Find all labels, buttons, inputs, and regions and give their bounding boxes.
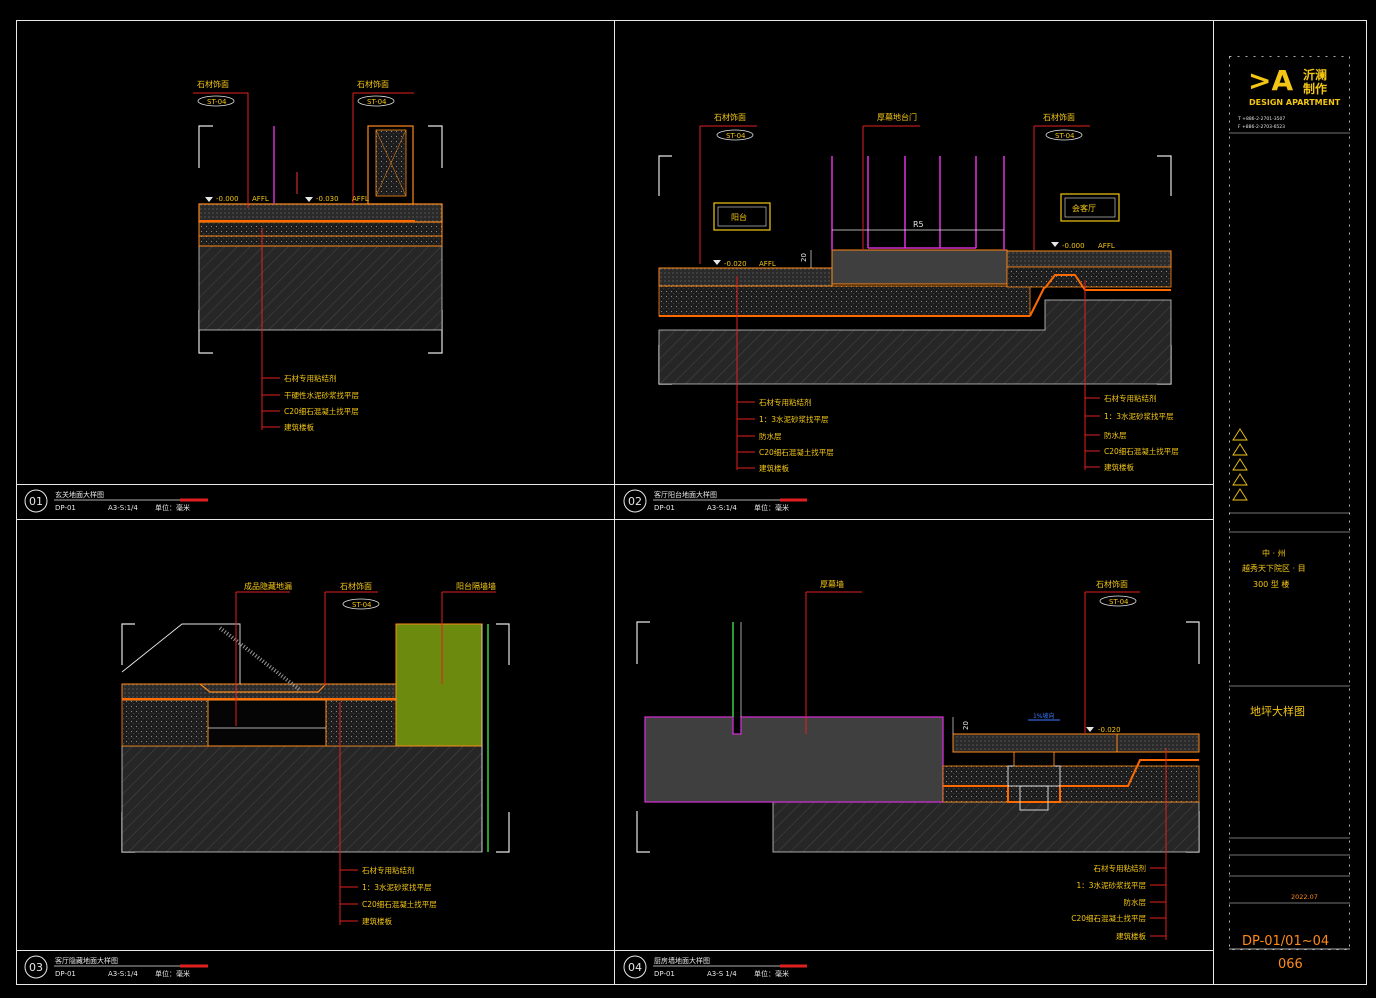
detail-code: DP-01 bbox=[55, 504, 76, 512]
material-tag: ST-04 bbox=[1055, 132, 1075, 140]
panel-03: 成品隐藏地漏 石材饰面 阳台隔墙墙 ST-04 石材专用粘结剂 1：3水泥砂浆找… bbox=[24, 581, 510, 979]
revision-icon bbox=[1232, 428, 1248, 501]
dimension: 20 bbox=[800, 253, 808, 262]
material-tag: ST-04 bbox=[352, 601, 372, 609]
logo-cn: 制作 bbox=[1303, 81, 1327, 96]
layer-label: C20细石混凝土找平层 bbox=[1104, 446, 1179, 456]
logo-cn: 沂澜 bbox=[1303, 67, 1327, 82]
level-mark: AFFL bbox=[352, 195, 369, 203]
callout-label: 成品隐藏地漏 bbox=[244, 581, 292, 591]
level-mark: -0.020 bbox=[1098, 726, 1121, 734]
detail-scale: A3-S 1/4 bbox=[707, 970, 737, 978]
layer-label: C20细石混凝土找平层 bbox=[1071, 913, 1146, 923]
layer-label: 防水层 bbox=[1104, 430, 1127, 440]
layer-label: C20细石混凝土找平层 bbox=[759, 447, 834, 457]
detail-title: 厨房墙地面大样图 bbox=[654, 956, 710, 965]
detail-number: 03 bbox=[29, 961, 43, 974]
drawing-number: DP-01/01~04 bbox=[1242, 934, 1329, 949]
level-mark: AFFL bbox=[1098, 242, 1115, 250]
layer-label: 1：3水泥砂浆找平层 bbox=[759, 414, 829, 424]
level-mark: -0.030 bbox=[316, 195, 339, 203]
layer-label: 1：3水泥砂浆找平层 bbox=[362, 882, 432, 892]
dimension: 20 bbox=[962, 721, 970, 730]
level-mark: AFFL bbox=[252, 195, 269, 203]
callout-label: 石材饰面 bbox=[714, 112, 746, 122]
layer-label: 建筑楼板 bbox=[284, 422, 314, 432]
logo-en: DESIGN APARTMENT bbox=[1249, 98, 1341, 107]
logo: >A 沂澜 制作 DESIGN APARTMENT bbox=[1248, 64, 1341, 107]
layer-label: 防水层 bbox=[1124, 897, 1147, 907]
callout-label: 石材饰面 bbox=[1096, 579, 1128, 589]
detail-code: DP-01 bbox=[55, 970, 76, 978]
layer-label: 1：3水泥砂浆找平层 bbox=[1104, 411, 1174, 421]
title-block: >A 沂澜 制作 DESIGN APARTMENT T +886-2-2701-… bbox=[1229, 56, 1350, 972]
logo-mark: >A bbox=[1248, 64, 1293, 97]
callout-label: 厚幕墙 bbox=[820, 579, 844, 589]
layer-label: 建筑楼板 bbox=[1116, 931, 1146, 941]
detail-unit: 单位：毫米 bbox=[155, 503, 190, 512]
layer-label: C20细石混凝土找平层 bbox=[362, 899, 437, 909]
callout-label: 厚幕地台门 bbox=[877, 112, 917, 122]
slope-label: 1%坡向 bbox=[1033, 712, 1055, 720]
detail-unit: 单位：毫米 bbox=[754, 969, 789, 978]
callout-label: 石材饰面 bbox=[340, 581, 372, 591]
material-tag: ST-04 bbox=[367, 98, 387, 106]
project-name: 300 型 楼 bbox=[1253, 579, 1289, 589]
callout-label: 石材饰面 bbox=[1043, 112, 1075, 122]
panel-01: 石材饰面 石材饰面 ST-04 ST-04 -0.000 AFFL -0.030… bbox=[24, 79, 443, 513]
detail-unit: 单位：毫米 bbox=[754, 503, 789, 512]
level-mark: -0.020 bbox=[724, 260, 747, 268]
detail-scale: A3-S:1/4 bbox=[108, 970, 138, 978]
layer-label: 石材专用粘结剂 bbox=[759, 397, 812, 407]
contact-phone: T +886-2-2701-3507 bbox=[1237, 116, 1285, 122]
drawing-date: 2022.07 bbox=[1291, 893, 1318, 901]
level-mark: -0.000 bbox=[1062, 242, 1085, 250]
material-tag: ST-04 bbox=[726, 132, 746, 140]
callout-label: 阳台隔墙墙 bbox=[456, 581, 496, 591]
detail-scale: A3-S:1/4 bbox=[707, 504, 737, 512]
detail-code: DP-01 bbox=[654, 970, 675, 978]
layer-label: 石材专用粘结剂 bbox=[1094, 863, 1147, 873]
drawing-title: 地坪大样图 bbox=[1250, 704, 1305, 718]
project-name: 越秀天下院区 · 目 bbox=[1242, 563, 1306, 573]
layer-label: 石材专用粘结剂 bbox=[284, 373, 337, 383]
layer-label: 建筑楼板 bbox=[759, 463, 789, 473]
project-name: 中 · 州 bbox=[1262, 548, 1286, 558]
detail-code: DP-01 bbox=[654, 504, 675, 512]
layer-label: 石材专用粘结剂 bbox=[362, 865, 415, 875]
dimension: R5 bbox=[913, 220, 924, 229]
level-mark: AFFL bbox=[759, 260, 776, 268]
detail-number: 04 bbox=[628, 961, 642, 974]
detail-unit: 单位：毫米 bbox=[155, 969, 190, 978]
room-name: 阳台 bbox=[731, 212, 747, 222]
layer-label: 1：3水泥砂浆找平层 bbox=[1076, 880, 1146, 890]
sheet-frame bbox=[16, 20, 1367, 985]
detail-scale: A3-S:1/4 bbox=[108, 504, 138, 512]
detail-number: 01 bbox=[29, 495, 43, 508]
room-name: 会客厅 bbox=[1072, 203, 1096, 213]
level-mark: -0.000 bbox=[216, 195, 239, 203]
contact-fax: F +886-2-2703-6523 bbox=[1238, 124, 1285, 130]
detail-title: 玄关地面大样图 bbox=[55, 490, 104, 499]
panel-04: 厚幕墙 石材饰面 ST-04 -0.020 20 1%坡向 石材专用粘结剂 1：… bbox=[623, 579, 1200, 979]
sheet-number: 066 bbox=[1278, 957, 1303, 972]
material-tag: ST-04 bbox=[207, 98, 227, 106]
callout-label: 石材饰面 bbox=[357, 79, 389, 89]
layer-label: 干硬性水泥砂浆找平层 bbox=[284, 390, 359, 400]
callout-label: 石材饰面 bbox=[197, 79, 229, 89]
panel-02: 石材饰面 厚幕地台门 石材饰面 ST-04 ST-04 阳台 会客厅 -0.02… bbox=[623, 112, 1179, 513]
detail-title: 客厅隐藏地面大样图 bbox=[55, 956, 118, 965]
layer-label: 防水层 bbox=[759, 431, 782, 441]
detail-title: 客厅阳台地面大样图 bbox=[654, 490, 717, 499]
detail-number: 02 bbox=[628, 495, 642, 508]
layer-label: 石材专用粘结剂 bbox=[1104, 393, 1157, 403]
material-tag: ST-04 bbox=[1109, 598, 1129, 606]
layer-label: 建筑楼板 bbox=[362, 916, 392, 926]
layer-label: C20细石混凝土找平层 bbox=[284, 406, 359, 416]
layer-label: 建筑楼板 bbox=[1104, 462, 1134, 472]
